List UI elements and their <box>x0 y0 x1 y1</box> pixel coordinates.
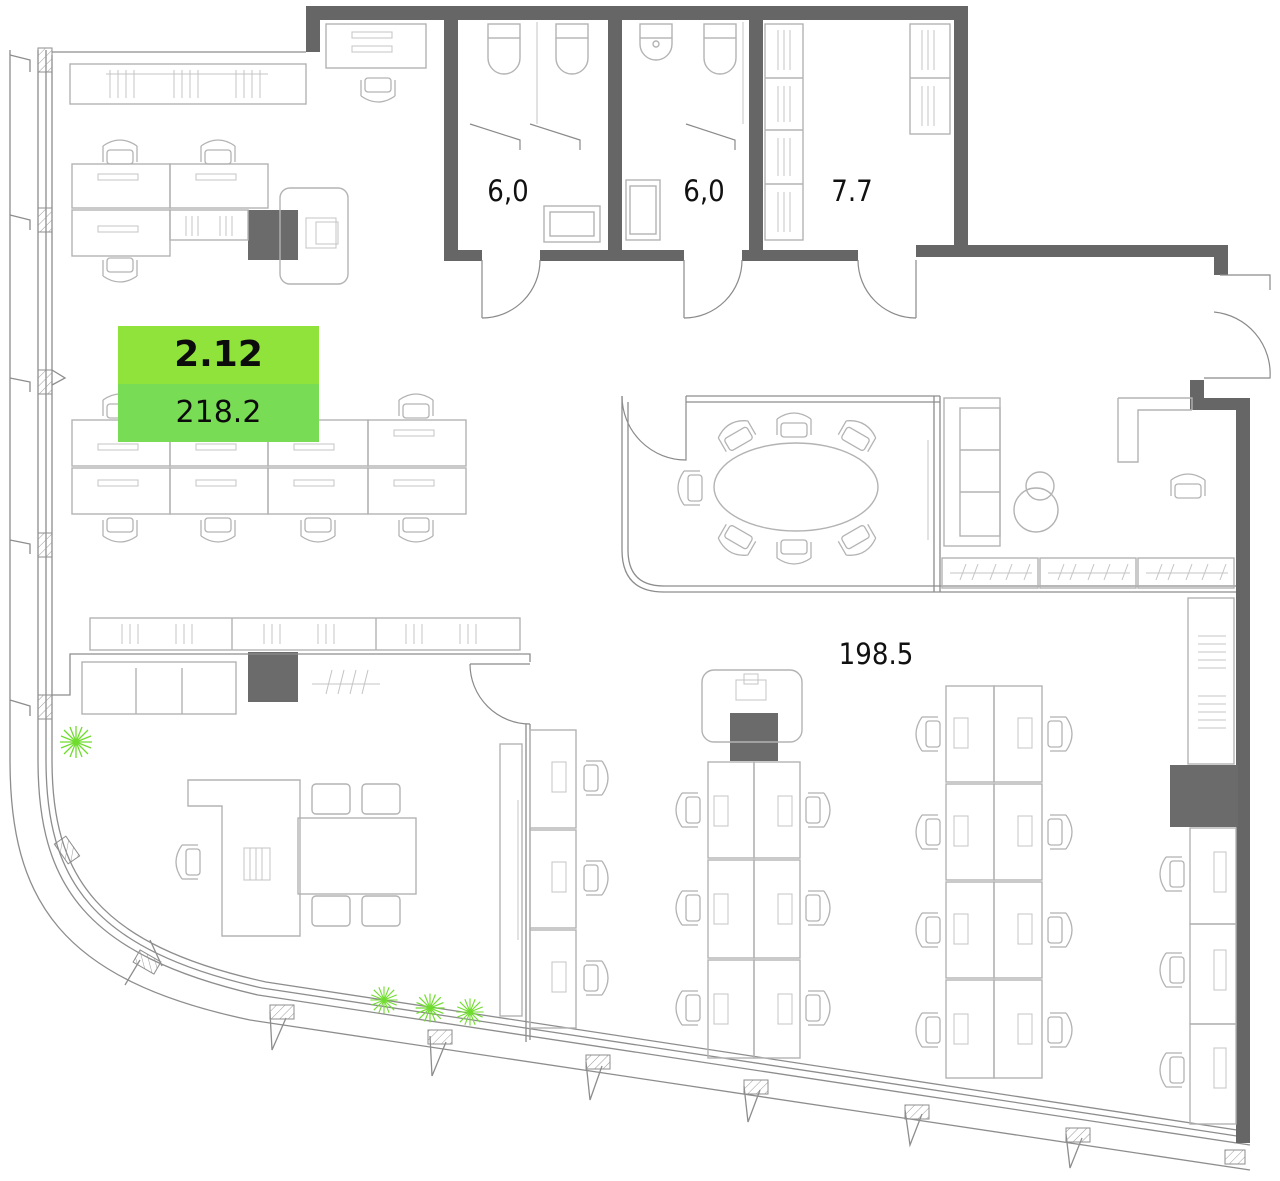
meeting-room <box>621 395 1236 593</box>
unit-number: 2.12 <box>174 334 263 375</box>
doors <box>469 123 1271 725</box>
plants <box>59 725 485 1027</box>
wc-fixtures <box>487 22 951 243</box>
room-area-open-office: 198.5 <box>839 637 914 671</box>
workstations-mid-left <box>71 393 467 543</box>
unit-area-badge: 218.2 <box>118 384 319 442</box>
room-area-wc-1: 6,0 <box>487 174 528 208</box>
facade <box>9 47 1251 1171</box>
workstations-column-b <box>675 669 831 1059</box>
room-area-storage: 7.7 <box>831 174 872 208</box>
unit-total-area: 218.2 <box>175 395 262 430</box>
walls <box>52 6 1250 1143</box>
workstations-column-a <box>529 729 609 1029</box>
workstations-top-left <box>69 23 427 285</box>
workstations-column-c <box>915 685 1073 1079</box>
unit-number-badge: 2.12 <box>118 326 319 384</box>
workstations-right-wall <box>1159 597 1237 1125</box>
room-area-wc-2: 6,0 <box>683 174 724 208</box>
